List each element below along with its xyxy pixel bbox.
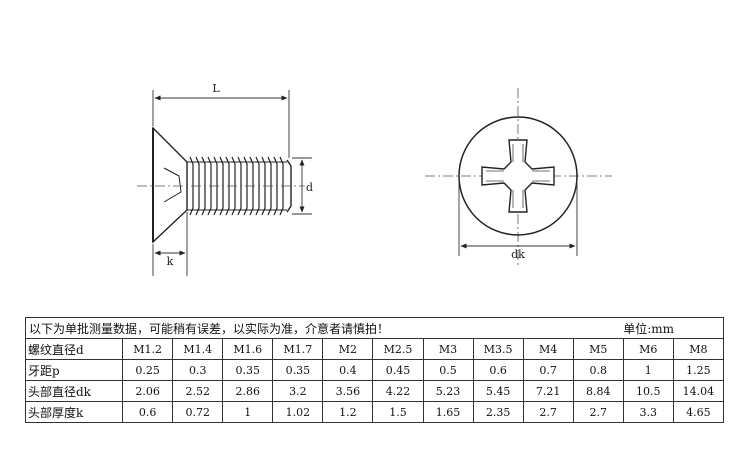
- table-cell: 4.22: [372, 380, 424, 402]
- recess-inner-lines: [486, 144, 550, 208]
- row-header: 头部厚度k: [24, 401, 124, 423]
- table-cell: 10.5: [622, 380, 674, 402]
- table-cell: 0.45: [372, 359, 424, 381]
- table-cell: 0.35: [222, 359, 274, 381]
- table-cell: 0.8: [572, 359, 624, 381]
- table-cell: 0.6: [122, 401, 174, 423]
- screw-head-profile: [152, 126, 188, 244]
- table-cell: 0.4: [322, 359, 374, 381]
- table-cell: 4.65: [672, 401, 725, 423]
- table-cell: M4: [522, 338, 574, 360]
- table-cell: 0.3: [172, 359, 224, 381]
- table-cell: 3.3: [622, 401, 674, 423]
- table-cell: M3.5: [472, 338, 524, 360]
- head-diameter-dimension: [458, 180, 578, 256]
- screw-drawing: L d k dk: [137, 82, 612, 276]
- table-cell: M3: [422, 338, 474, 360]
- table-note-row: 以下为单批测量数据，可能稍有误差，以实际为准，介意者请慎拍！ 单位:mm: [25, 317, 725, 339]
- head-diameter-label: dk: [511, 248, 525, 261]
- table-cell: 2.06: [122, 380, 174, 402]
- table-cell: 1.2: [322, 401, 374, 423]
- table-cell: 2.52: [172, 380, 224, 402]
- table-cell: M1.2: [122, 338, 174, 360]
- row-header: 螺纹直径d: [24, 338, 124, 360]
- table-cell: 14.04: [672, 380, 725, 402]
- measurement-note: 以下为单批测量数据，可能稍有误差，以实际为准，介意者请慎拍！: [25, 317, 624, 339]
- diameter-label: d: [306, 181, 313, 194]
- table-cell: 8.84: [572, 380, 624, 402]
- table-cell: M2.5: [372, 338, 424, 360]
- head-thickness-dimension: [152, 212, 188, 276]
- table-cell: 1.25: [672, 359, 725, 381]
- side-view: [152, 126, 292, 244]
- table-cell: M8: [672, 338, 725, 360]
- table-cell: 0.7: [522, 359, 574, 381]
- length-dimension: [152, 90, 290, 158]
- table-cell: 2.86: [222, 380, 274, 402]
- table-cell: 1: [622, 359, 674, 381]
- row-header: 头部直径dk: [24, 380, 124, 402]
- table-cell: M1.7: [272, 338, 324, 360]
- table-cell: M6: [622, 338, 674, 360]
- table-cell: 3.2: [272, 380, 324, 402]
- table-cell: 2.7: [522, 401, 574, 423]
- phillips-cross-recess: [481, 139, 555, 213]
- row-header: 牙距p: [24, 359, 124, 381]
- table-cell: 1: [222, 401, 274, 423]
- spec-table: 以下为单批测量数据，可能稍有误差，以实际为准，介意者请慎拍！ 单位:mm 螺纹直…: [24, 317, 725, 423]
- table-cell: M1.4: [172, 338, 224, 360]
- table-cell: 0.72: [172, 401, 224, 423]
- table-cell: 3.56: [322, 380, 374, 402]
- table-cell: 5.23: [422, 380, 474, 402]
- table-cell: 0.35: [272, 359, 324, 381]
- length-label: L: [212, 82, 220, 95]
- table-cell: M2: [322, 338, 374, 360]
- unit-label: 单位:mm: [623, 317, 725, 339]
- table-cell: 2.7: [572, 401, 624, 423]
- table-cell: 5.45: [472, 380, 524, 402]
- head-outline: [458, 116, 578, 236]
- table-cell: M5: [572, 338, 624, 360]
- table-cell: 1.02: [272, 401, 324, 423]
- table-cell: 1.5: [372, 401, 424, 423]
- table-cell: 0.25: [122, 359, 174, 381]
- table-cell: 0.5: [422, 359, 474, 381]
- table-cell: 7.21: [522, 380, 574, 402]
- head-recess: [163, 167, 182, 203]
- table-cell: 1.65: [422, 401, 474, 423]
- diameter-dimension: [292, 157, 312, 215]
- table-cell: M1.6: [222, 338, 274, 360]
- table-cell: 2.35: [472, 401, 524, 423]
- head-thickness-label: k: [167, 255, 174, 268]
- table-cell: 0.6: [472, 359, 524, 381]
- top-view: [425, 88, 612, 266]
